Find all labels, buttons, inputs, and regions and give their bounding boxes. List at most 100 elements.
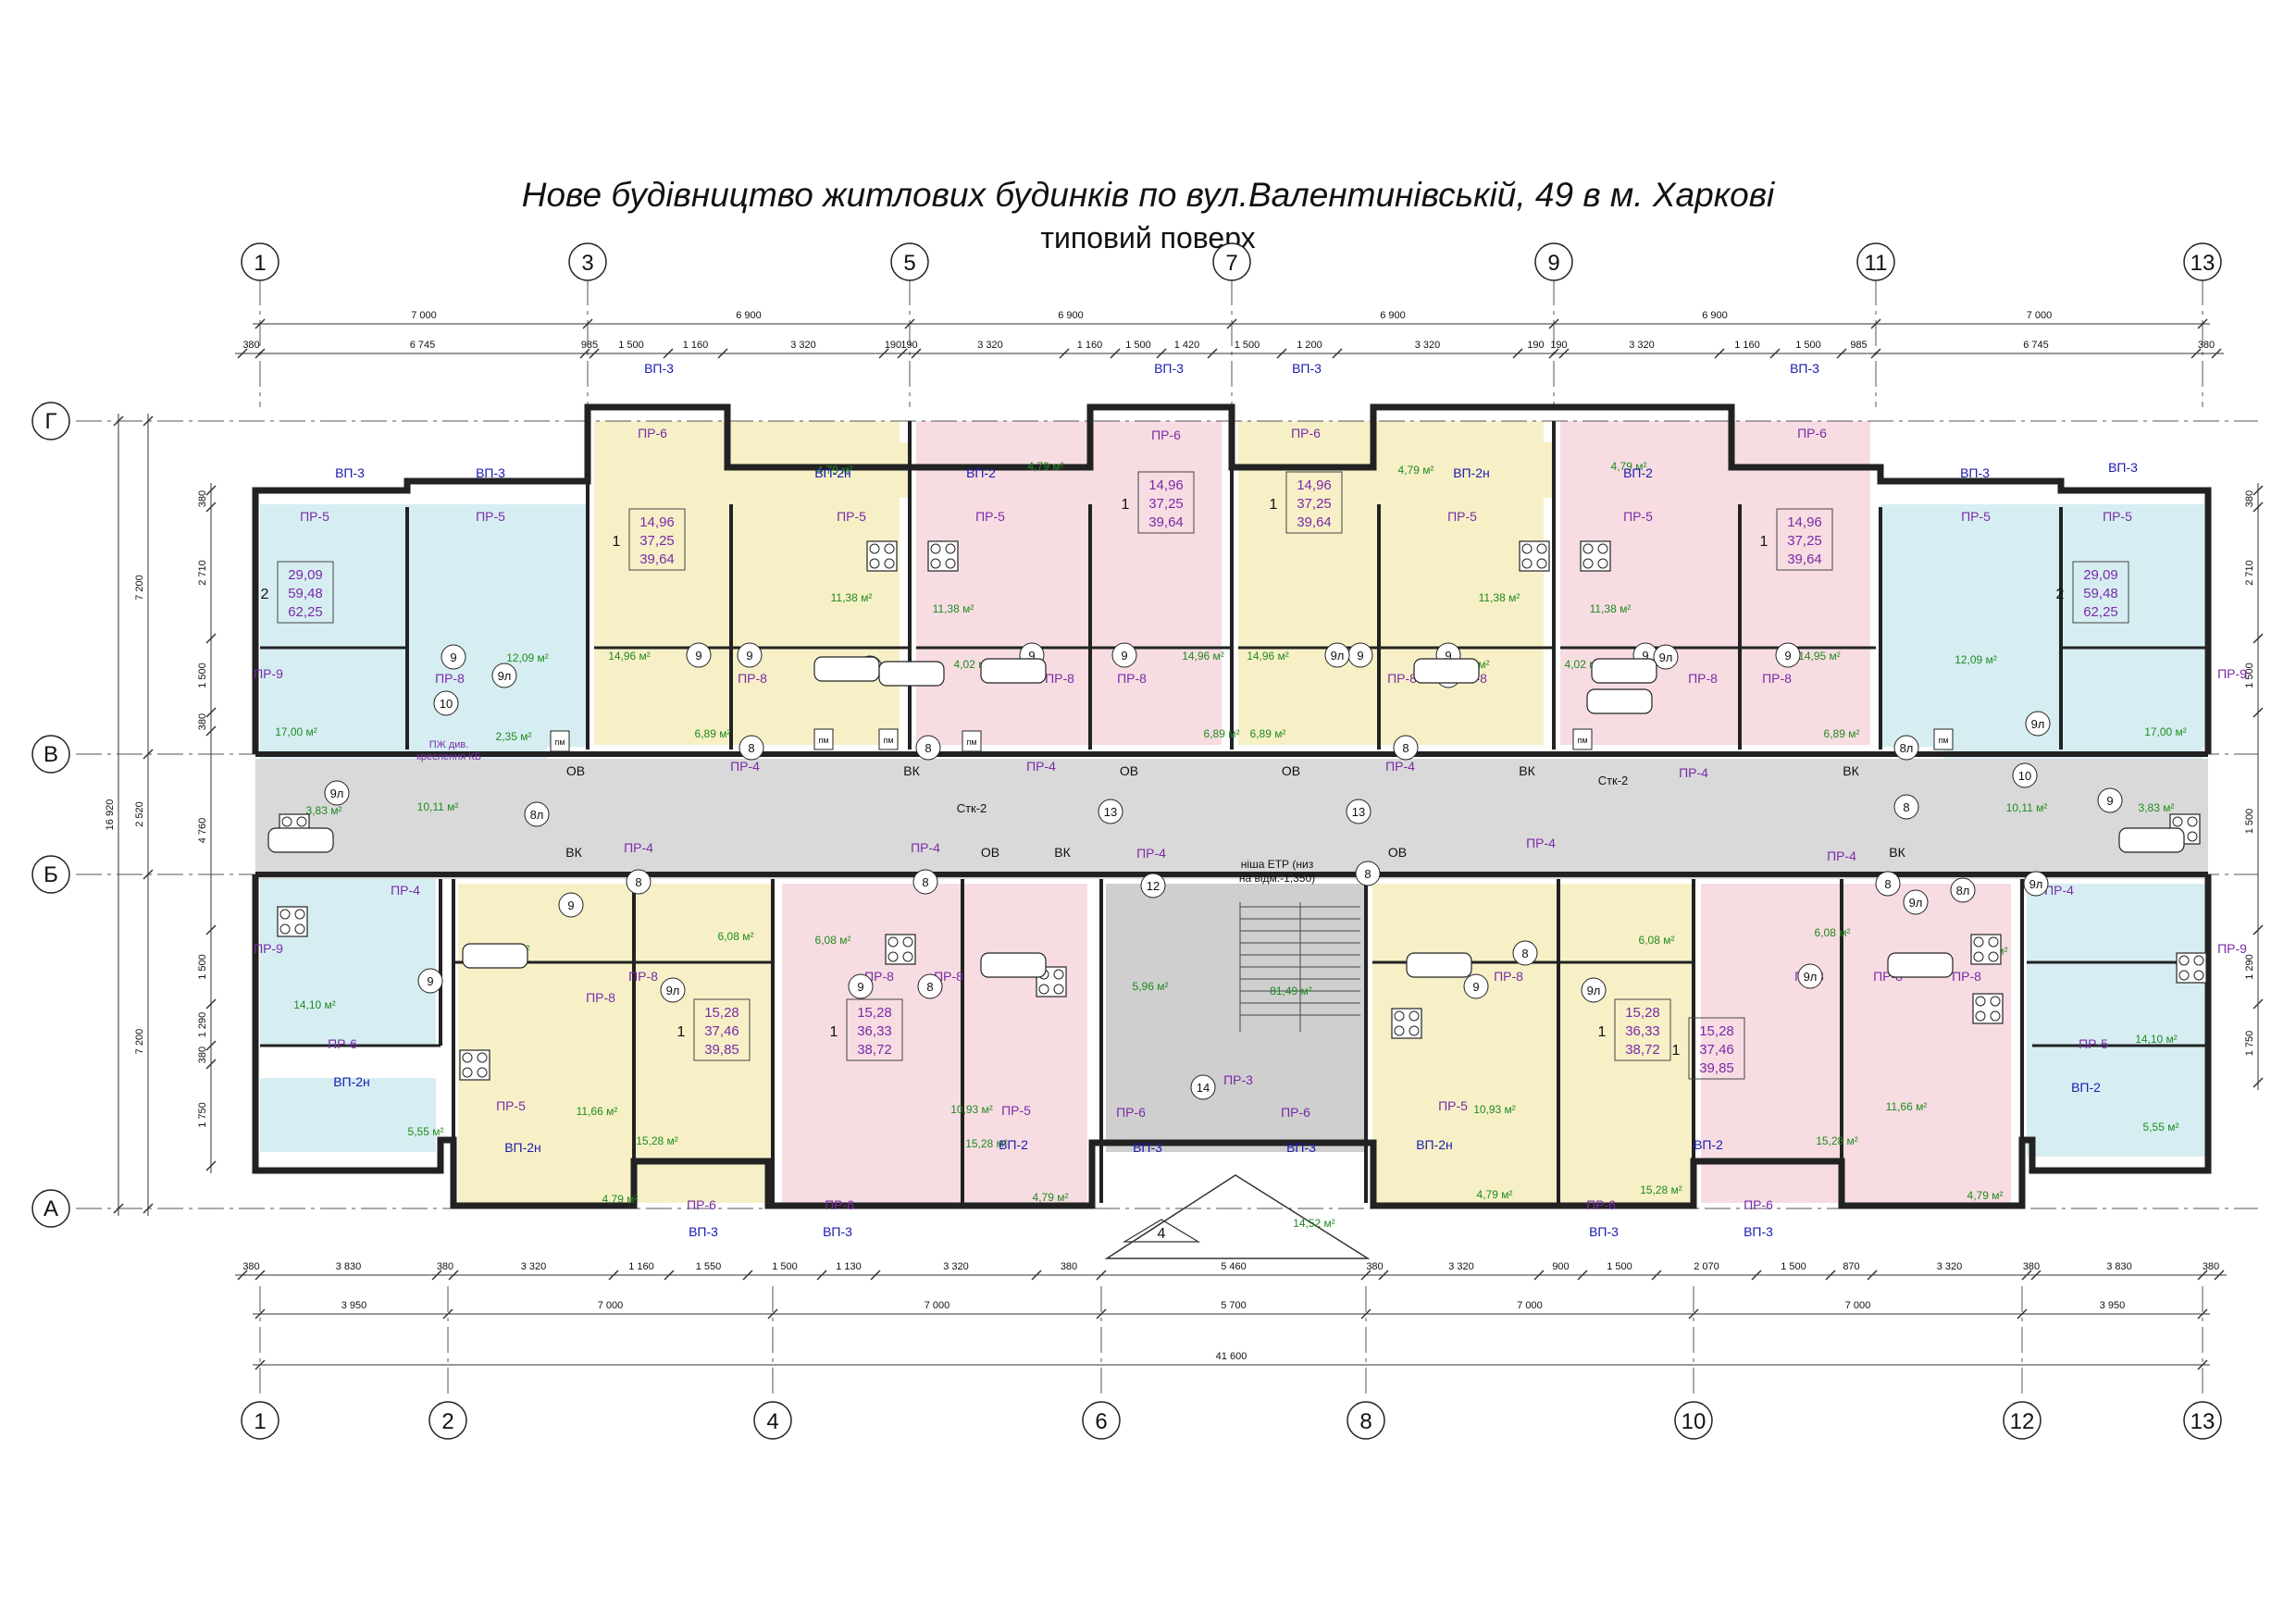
dimension-tick xyxy=(1714,348,1725,359)
dimension-tick xyxy=(2197,1270,2208,1281)
window-label-vp3: ВП-3 xyxy=(1744,1224,1773,1239)
room-area: 10,11 м² xyxy=(2006,801,2048,814)
dimension-tick xyxy=(254,1270,266,1281)
dimension-tick xyxy=(878,348,889,359)
apartment-living-area: 14,96 xyxy=(1148,477,1184,493)
mark-number: 8л xyxy=(1900,741,1914,755)
burner xyxy=(1536,558,1547,569)
apartment-room-count: 1 xyxy=(677,1024,686,1040)
dimension-label: 7 000 xyxy=(598,1300,624,1311)
dimension-label: 1 500 xyxy=(772,1261,798,1272)
dimension-label: 3 320 xyxy=(1629,340,1655,351)
axis-bubble xyxy=(428,1401,467,1440)
room-area: 14,52 м² xyxy=(1293,1217,1335,1230)
window-label-vp3: ВП-3 xyxy=(1133,1140,1162,1155)
burner xyxy=(1990,996,2001,1007)
room-area: 2,35 м² xyxy=(496,730,532,743)
dimension-tick xyxy=(579,348,590,359)
stove-body xyxy=(1519,540,1550,572)
burner xyxy=(884,543,895,554)
mark-circle xyxy=(324,780,350,806)
apartment-living-area: 15,28 xyxy=(1699,1023,1734,1039)
room-area: 81,49 м² xyxy=(1270,985,1312,997)
mark-circle xyxy=(737,642,763,668)
room-fill xyxy=(1560,442,1745,498)
dimension-tick xyxy=(742,1270,753,1281)
mark-circle xyxy=(417,968,443,994)
apartment-living-area: 14,96 xyxy=(1787,514,1822,530)
mark-number: 8 xyxy=(1884,877,1891,891)
circled-mark: 9л xyxy=(2025,711,2051,737)
apartment-room-count: 1 xyxy=(1760,534,1769,550)
dimension-label: 7 200 xyxy=(134,575,145,601)
dimension-tick xyxy=(442,1308,453,1319)
door-label-pr6: ПР-6 xyxy=(1291,426,1321,440)
axis-bubble xyxy=(31,402,70,440)
axis-label: 13 xyxy=(2191,251,2215,276)
circled-mark: 8л xyxy=(524,801,550,827)
door-label-pr4: ПР-4 xyxy=(1026,759,1056,774)
dimension-label: 1 500 xyxy=(1781,1261,1806,1272)
mark-circle xyxy=(2023,871,2049,897)
mark-number: 9л xyxy=(666,984,680,997)
window-label-vp2: ВП-2 xyxy=(999,1137,1028,1152)
dimension-label: 7 200 xyxy=(134,1029,145,1055)
dimension-tick xyxy=(1870,318,1881,329)
area-box xyxy=(693,998,751,1061)
ventilation-shaft-label: ОВ xyxy=(1120,763,1138,778)
dimension-label: 380 xyxy=(2023,1261,2040,1272)
room-area: 10,11 м² xyxy=(417,800,459,813)
area-box xyxy=(1285,471,1343,534)
washing-machine-icon xyxy=(962,730,982,752)
burner xyxy=(281,816,292,827)
dimension-tick xyxy=(1751,1270,1762,1281)
apartment-total-area: 37,46 xyxy=(704,1023,739,1039)
circled-mark: 10 xyxy=(2012,762,2038,788)
room-area: 4,79 м² xyxy=(1477,1188,1513,1201)
dimension-label: 3 320 xyxy=(790,340,816,351)
room-area: 5,96 м² xyxy=(1133,980,1169,993)
mark-circle xyxy=(848,973,874,999)
axis-label: 12 xyxy=(2010,1409,2035,1434)
dimension-tick xyxy=(448,1270,459,1281)
apartment-total-area: 37,25 xyxy=(1297,496,1332,512)
burner xyxy=(462,1067,473,1078)
dimension-label: 3 320 xyxy=(1448,1261,1474,1272)
door-label-pr5: ПР-5 xyxy=(496,1098,526,1113)
apartment-total-area: 37,25 xyxy=(1787,533,1822,549)
stove-body xyxy=(1391,1008,1422,1039)
mark-number: 9 xyxy=(1642,649,1648,663)
room-area: 6,89 м² xyxy=(1824,727,1860,740)
axis-label: 4 xyxy=(766,1409,778,1434)
door-label-pr6: ПР-6 xyxy=(825,1197,854,1212)
circled-mark: 12 xyxy=(1140,873,1166,898)
dimension-tick xyxy=(2253,485,2264,496)
dimension-tick xyxy=(2253,633,2264,644)
door-label-pr5: ПР-5 xyxy=(1001,1103,1031,1118)
dimension-label: 1 500 xyxy=(2244,663,2255,688)
dimension-tick xyxy=(205,485,217,496)
dimension-tick xyxy=(2017,1308,2028,1319)
water-riser-label: ВК xyxy=(903,763,920,778)
room-area: 4,79 м² xyxy=(1967,1189,2004,1202)
mark-number: 13 xyxy=(1104,805,1117,819)
axis-bubble xyxy=(2183,1401,2222,1440)
entrance-marker xyxy=(1122,1219,1201,1243)
apartment-room-count: 1 xyxy=(1598,1024,1607,1040)
area-box xyxy=(1614,998,1671,1061)
window-label-vp3: ВП-3 xyxy=(644,361,674,376)
stove-body xyxy=(277,906,308,937)
circled-mark: 8 xyxy=(1393,735,1419,761)
stove-body xyxy=(927,540,959,572)
dimension-tick xyxy=(143,749,154,760)
room-area: 15,28 м² xyxy=(965,1137,1008,1150)
room-fill xyxy=(1372,884,1692,1203)
mark-circle xyxy=(1140,873,1166,898)
dimension-tick xyxy=(143,415,154,427)
room-area: 14,96 м² xyxy=(1247,650,1289,663)
niche-label: на відм.-1,350) xyxy=(1239,872,1315,885)
burner xyxy=(1521,558,1533,569)
